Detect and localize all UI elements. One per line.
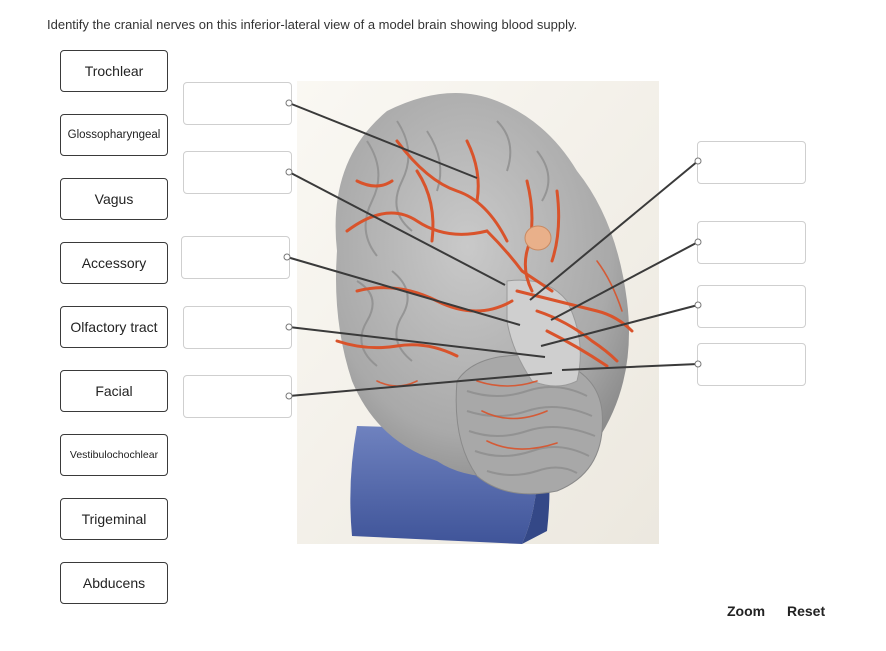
reset-button[interactable]: Reset: [787, 603, 826, 619]
drop-target-right-4[interactable]: [697, 343, 806, 386]
label-trochlear[interactable]: Trochlear: [60, 50, 168, 92]
label-glossopharyngeal[interactable]: Glossopharyngeal: [60, 114, 168, 156]
drop-target-right-3[interactable]: [697, 285, 806, 328]
label-trigeminal[interactable]: Trigeminal: [60, 498, 168, 540]
label-vestibulochochlear[interactable]: Vestibulochochlear: [60, 434, 168, 476]
drop-target-left-1[interactable]: [183, 82, 292, 125]
label-facial[interactable]: Facial: [60, 370, 168, 412]
drop-target-right-2[interactable]: [697, 221, 806, 264]
drop-target-left-4[interactable]: [183, 306, 292, 349]
brain-model-image: [297, 81, 659, 544]
instruction-text: Identify the cranial nerves on this infe…: [47, 17, 578, 32]
drop-target-right-1[interactable]: [697, 141, 806, 184]
zoom-button[interactable]: Zoom: [727, 603, 766, 619]
drop-target-left-2[interactable]: [183, 151, 292, 194]
drop-target-left-5[interactable]: [183, 375, 292, 418]
label-vagus[interactable]: Vagus: [60, 178, 168, 220]
brain-illustration: [297, 81, 659, 544]
label-olfactory-tract[interactable]: Olfactory tract: [60, 306, 168, 348]
label-abducens[interactable]: Abducens: [60, 562, 168, 604]
drop-target-left-3[interactable]: [181, 236, 290, 279]
label-accessory[interactable]: Accessory: [60, 242, 168, 284]
